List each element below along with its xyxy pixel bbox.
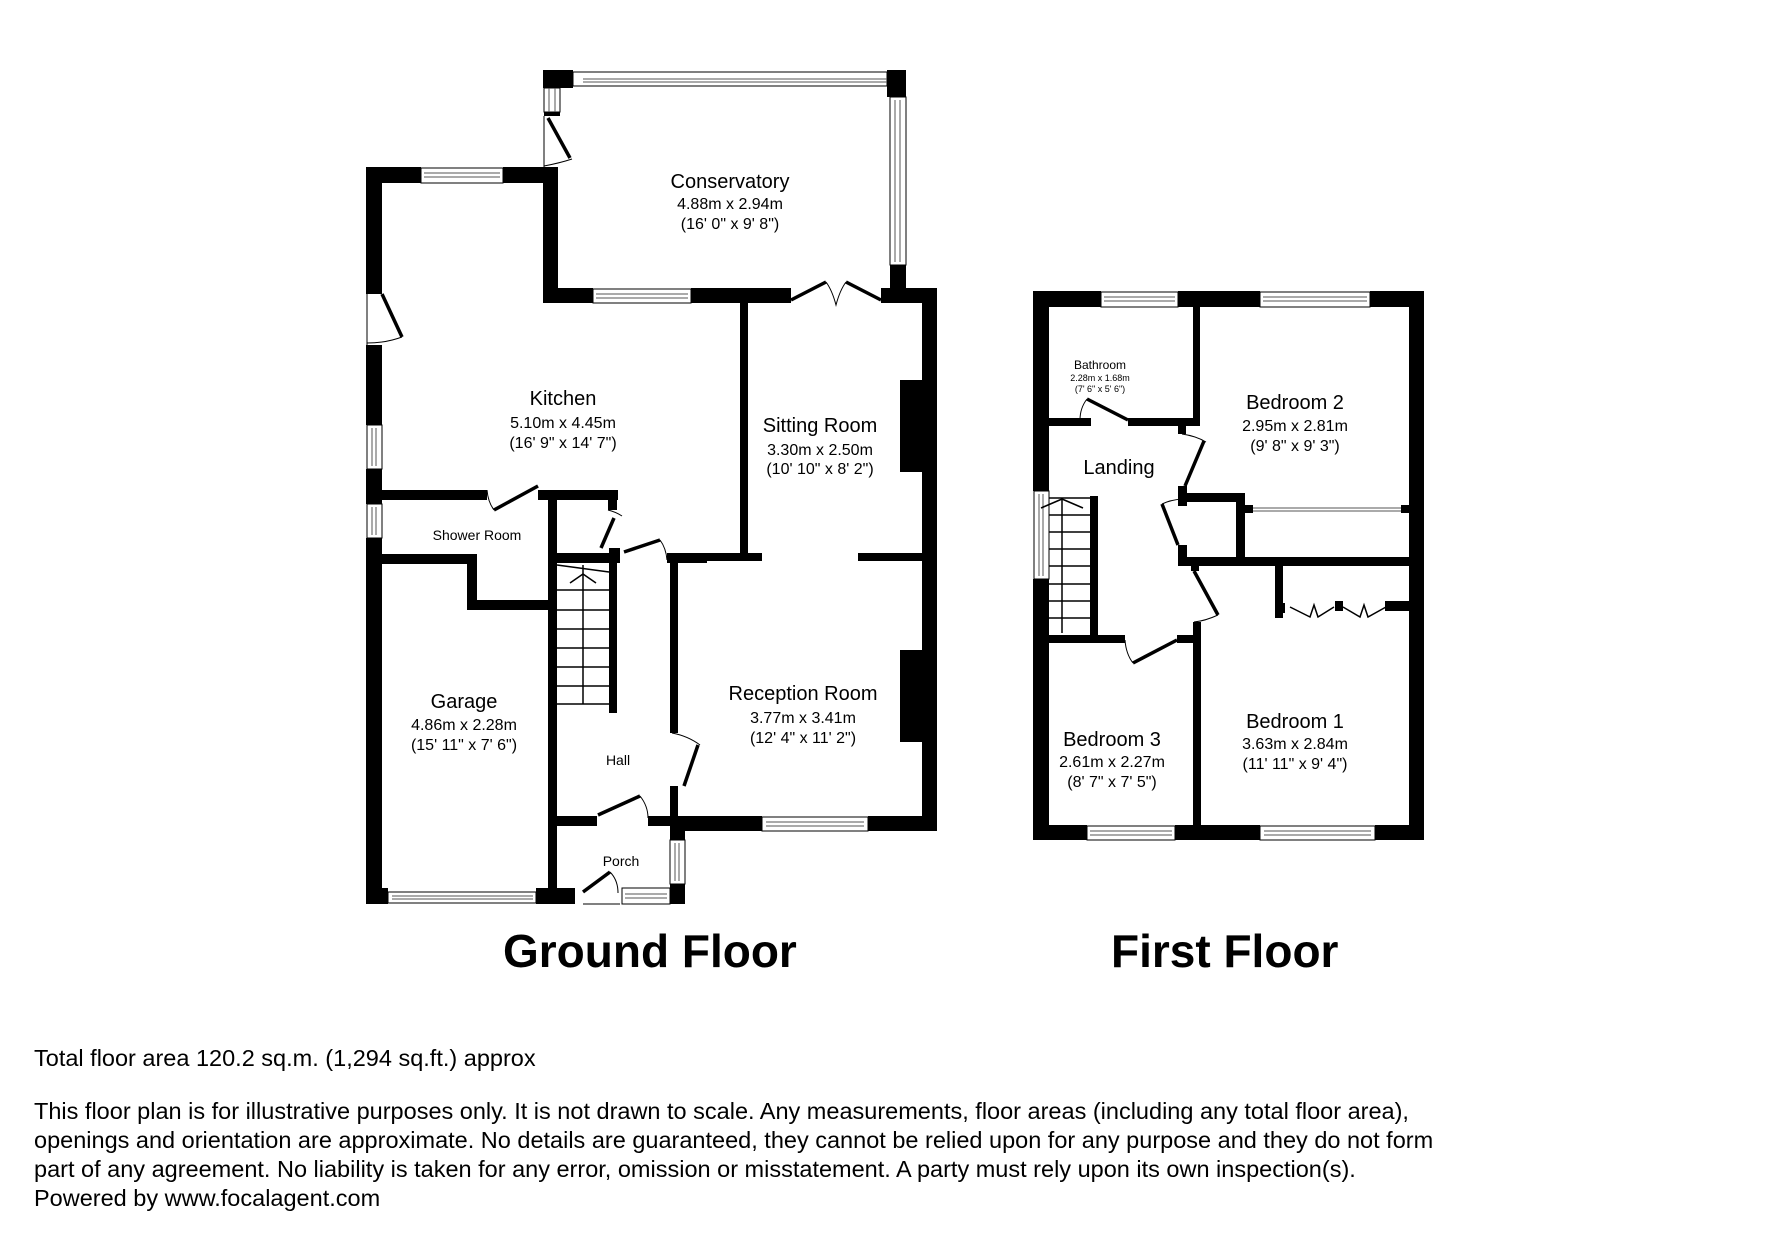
svg-text:(16' 0" x 9' 8"): (16' 0" x 9' 8") <box>681 216 779 233</box>
svg-text:3.30m x 2.50m: 3.30m x 2.50m <box>767 442 873 459</box>
first-floor-title: First Floor <box>1111 925 1339 977</box>
room-label-kitchen: Kitchen 5.10m x 4.45m (16' 9" x 14' 7") <box>509 388 616 452</box>
conservatory-walls <box>543 70 907 288</box>
room-label-bathroom: Bathroom 2.28m x 1.68m (7' 6" x 5' 6") <box>1070 358 1130 394</box>
room-label-bedroom-3: Bedroom 3 2.61m x 2.27m (8' 7" x 7' 5") <box>1059 729 1165 791</box>
room-label-porch: Porch <box>603 853 640 869</box>
disclaimer-line-3: part of any agreement. No liability is t… <box>34 1156 1356 1182</box>
svg-text:5.10m x 4.45m: 5.10m x 4.45m <box>510 415 616 432</box>
rear-wall <box>543 280 937 824</box>
hall-walls <box>557 553 937 832</box>
svg-text:Conservatory: Conservatory <box>671 171 790 193</box>
ground-floor-plan: Conservatory 4.88m x 2.94m (16' 0" x 9' … <box>366 70 937 905</box>
first-floor-plan: Bathroom 2.28m x 1.68m (7' 6" x 5' 6") B… <box>1033 291 1424 841</box>
svg-text:2.28m x 1.68m: 2.28m x 1.68m <box>1070 373 1130 383</box>
garage-walls <box>366 888 557 904</box>
svg-text:Hall: Hall <box>606 752 630 768</box>
svg-text:2.61m x 2.27m: 2.61m x 2.27m <box>1059 754 1165 771</box>
svg-text:3.77m x 3.41m: 3.77m x 3.41m <box>750 710 856 727</box>
svg-text:2.95m x 2.81m: 2.95m x 2.81m <box>1242 418 1348 435</box>
ground-floor-stairs <box>548 563 617 904</box>
svg-text:Landing: Landing <box>1083 457 1154 479</box>
disclaimer-line-2: openings and orientation are approximate… <box>34 1127 1434 1153</box>
svg-text:Bedroom 3: Bedroom 3 <box>1063 729 1161 751</box>
svg-text:Shower Room: Shower Room <box>433 527 522 543</box>
ground-floor-title: Ground Floor <box>503 925 797 977</box>
total-floor-area: Total floor area 120.2 sq.m. (1,294 sq.f… <box>34 1045 536 1071</box>
svg-text:(15' 11" x 7' 6"): (15' 11" x 7' 6") <box>411 737 517 754</box>
room-label-landing: Landing <box>1083 457 1154 479</box>
svg-text:4.88m x 2.94m: 4.88m x 2.94m <box>677 196 783 213</box>
svg-text:4.86m x 2.28m: 4.86m x 2.28m <box>411 717 517 734</box>
svg-text:(10' 10" x 8' 2"): (10' 10" x 8' 2") <box>766 461 873 478</box>
room-label-sitting-room: Sitting Room 3.30m x 2.50m (10' 10" x 8'… <box>763 415 878 478</box>
kitchen-walls <box>366 167 558 904</box>
shower-room-walls <box>382 484 707 610</box>
room-label-shower-room: Shower Room <box>433 527 522 543</box>
svg-text:Bedroom 1: Bedroom 1 <box>1246 711 1344 733</box>
svg-text:(11' 11" x 9' 4"): (11' 11" x 9' 4") <box>1243 756 1348 773</box>
svg-text:Garage: Garage <box>431 691 498 713</box>
disclaimer-line-1: This floor plan is for illustrative purp… <box>34 1098 1409 1124</box>
svg-text:(12' 4" x 11' 2"): (12' 4" x 11' 2") <box>750 730 856 747</box>
kitchen-sitting-wall <box>740 303 748 561</box>
room-label-reception-room: Reception Room 3.77m x 3.41m (12' 4" x 1… <box>729 683 878 747</box>
room-label-bedroom-2: Bedroom 2 2.95m x 2.81m (9' 8" x 9' 3") <box>1242 392 1348 455</box>
svg-text:Bathroom: Bathroom <box>1074 358 1126 372</box>
svg-text:Sitting Room: Sitting Room <box>763 415 878 437</box>
svg-text:Porch: Porch <box>603 853 640 869</box>
svg-text:Kitchen: Kitchen <box>530 388 597 410</box>
room-label-bedroom-1: Bedroom 1 3.63m x 2.84m (11' 11" x 9' 4"… <box>1242 711 1348 773</box>
svg-text:(8' 7" x 7' 5"): (8' 7" x 7' 5") <box>1067 774 1157 791</box>
svg-text:Bedroom 2: Bedroom 2 <box>1246 392 1344 414</box>
svg-text:(16' 9" x 14' 7"): (16' 9" x 14' 7") <box>509 435 616 452</box>
svg-text:(7' 6" x 5' 6"): (7' 6" x 5' 6") <box>1075 384 1125 394</box>
room-label-conservatory: Conservatory 4.88m x 2.94m (16' 0" x 9' … <box>671 171 790 233</box>
svg-text:3.63m x 2.84m: 3.63m x 2.84m <box>1242 736 1348 753</box>
powered-by-link[interactable]: Powered by www.focalagent.com <box>34 1185 381 1211</box>
room-label-garage: Garage 4.86m x 2.28m (15' 11" x 7' 6") <box>411 691 517 754</box>
svg-text:Reception Room: Reception Room <box>729 683 878 705</box>
svg-text:(9' 8" x 9' 3"): (9' 8" x 9' 3") <box>1250 438 1340 455</box>
room-label-hall: Hall <box>606 752 630 768</box>
